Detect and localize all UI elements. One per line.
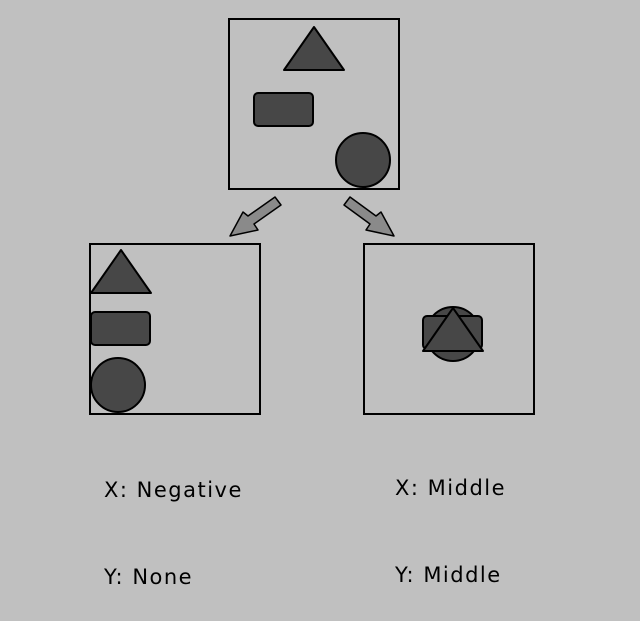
alignment-diagram: [89, 18, 535, 415]
source-panel: [228, 18, 400, 190]
left-caption: X: Negative Y: None: [104, 418, 243, 621]
source-panel-frame: [228, 18, 400, 190]
source-rounded-rectangle: [253, 92, 314, 127]
left-circle: [90, 357, 146, 413]
source-triangle: [283, 26, 345, 71]
left-y-value: None: [132, 565, 194, 589]
right-panel-frame: [363, 243, 535, 415]
left-rounded-rectangle: [90, 311, 151, 346]
right-x-row: X: Middle: [395, 474, 506, 503]
left-y-label: Y:: [104, 565, 125, 589]
right-y-value: Middle: [423, 563, 502, 587]
right-y-row: Y: Middle: [395, 561, 506, 590]
left-panel: [89, 243, 261, 415]
left-x-row: X: Negative: [104, 476, 243, 505]
right-caption: X: Middle Y: Middle: [395, 416, 506, 619]
left-y-row: Y: None: [104, 563, 243, 592]
source-circle: [335, 132, 391, 188]
right-panel: [363, 243, 535, 415]
left-x-label: X:: [104, 478, 129, 502]
right-y-label: Y:: [395, 563, 416, 587]
arrow-down-right-icon: [343, 196, 395, 237]
left-triangle: [90, 249, 152, 294]
left-x-value: Negative: [136, 478, 243, 502]
arrow-down-left-icon: [229, 196, 282, 237]
right-triangle: [422, 307, 484, 352]
